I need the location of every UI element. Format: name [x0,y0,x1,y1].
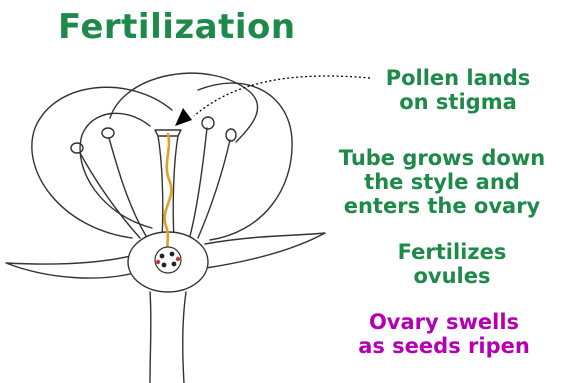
stem [150,292,186,383]
fertilizes-ovules-label: Fertilizes ovules [372,240,532,288]
tube-grows-label: Tube grows down the style and enters the… [322,146,562,218]
sepal-left [6,255,138,278]
diagram-title: Fertilization [58,8,296,47]
pollen-lands-label: Pollen lands on stigma [368,66,548,114]
pointer-line [194,76,370,116]
petal-left-outer [32,87,172,238]
ovary-swells-label: Ovary swells as seeds ripen [336,310,552,358]
stamens [71,117,236,238]
ovules [155,247,181,273]
sepal-right [205,233,325,268]
petal-right [198,83,292,240]
arrow-head [175,108,192,126]
